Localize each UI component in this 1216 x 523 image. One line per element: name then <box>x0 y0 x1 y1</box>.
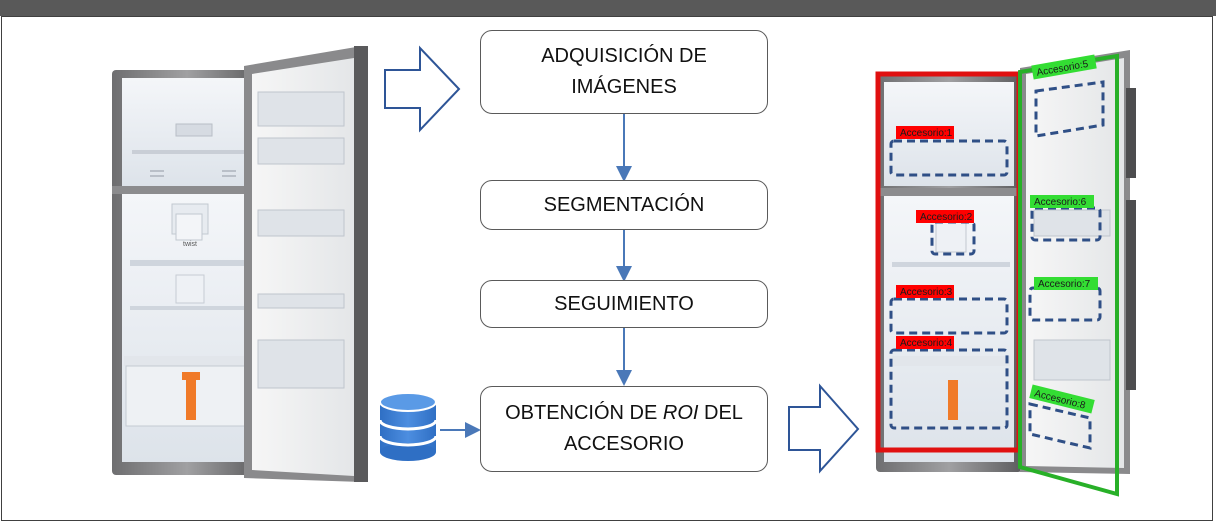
roi-box-5 <box>1034 80 1105 138</box>
step-image-acquisition-line1: ADQUISICIÓN DE <box>541 45 707 67</box>
database-icon <box>378 392 438 461</box>
right-arrow-outline-icon <box>788 383 860 474</box>
step-roi-extraction: OBTENCIÓN DE ROI DEL ACCESORIO <box>480 386 768 472</box>
step-roi-extraction-line2: ACCESORIO <box>563 433 684 455</box>
step-tracking-label: SEGUIMIENTO <box>554 292 694 315</box>
roi-boxes <box>889 80 1105 450</box>
figure-frame <box>1 16 1213 521</box>
accessory-label-7: Accesorio:7 <box>1038 279 1091 290</box>
step-segmentation: SEGMENTACIÓN <box>480 180 768 230</box>
fridge-photo-annotated <box>876 50 1136 474</box>
flow-connectors <box>440 113 632 438</box>
step-roi-extraction-pre: OBTENCIÓN DE <box>505 402 663 424</box>
roi-box-4 <box>889 348 1009 430</box>
step-image-acquisition: ADQUISICIÓN DE IMÁGENES <box>480 30 768 114</box>
step-image-acquisition-line2: IMÁGENES <box>571 76 677 98</box>
step-roi-extraction-em: ROI <box>662 402 699 424</box>
accessory-label-2: Accesorio:2 <box>920 212 973 223</box>
right-arrow-outline-icon <box>384 45 461 133</box>
fridge-photo-original: twist <box>112 46 368 482</box>
filter-logo: twist <box>183 241 197 248</box>
step-segmentation-label: SEGMENTACIÓN <box>543 193 705 216</box>
roi-box-8 <box>1028 402 1092 450</box>
accessory-label-3: Accesorio:3 <box>900 287 953 298</box>
step-tracking: SEGUIMIENTO <box>480 280 768 328</box>
step-roi-extraction-post: DEL <box>698 402 743 424</box>
accessory-label-6: Accesorio:6 <box>1034 197 1087 208</box>
accessory-label-1: Accesorio:1 <box>900 128 953 139</box>
top-bar <box>0 0 1216 16</box>
roi-box-3 <box>889 297 1009 335</box>
roi-box-1 <box>889 139 1009 177</box>
accessory-label-4: Accesorio:4 <box>900 338 953 349</box>
